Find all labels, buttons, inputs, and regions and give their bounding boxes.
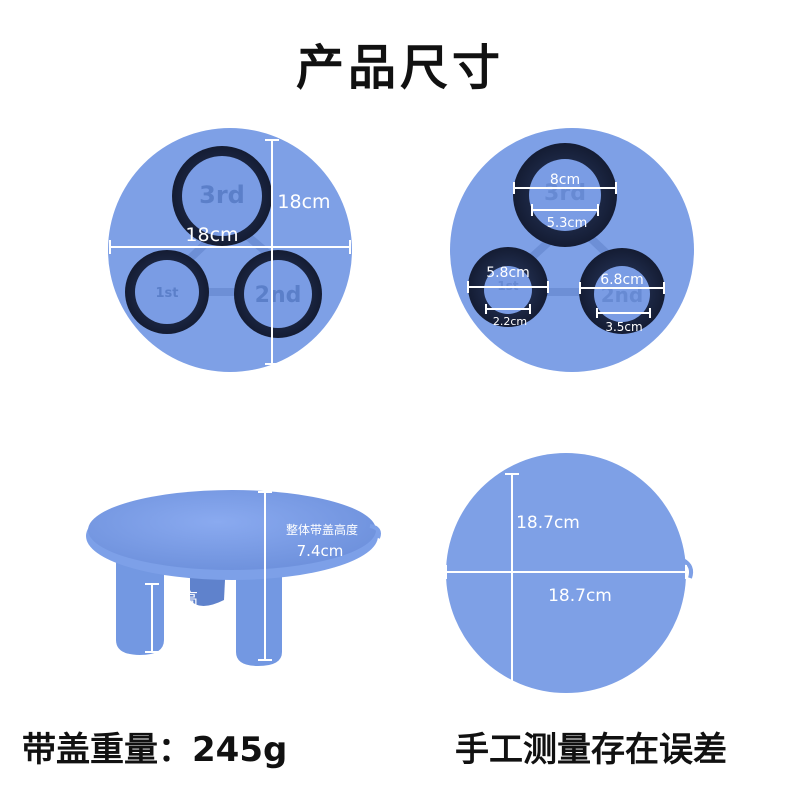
width-label: 18cm (185, 224, 238, 246)
cup2-base (594, 266, 650, 322)
view-top-dimensions: 3rd 1st 2nd 18cm 18cm (108, 128, 352, 372)
height-label: 18cm (277, 191, 330, 213)
cup-height-caption: 筒高 (166, 589, 198, 608)
lid-top (88, 490, 376, 570)
cup2-inner-label: 3.5cm (605, 320, 642, 334)
svg-text:3rd: 3rd (544, 181, 586, 206)
cup3-base (529, 159, 601, 231)
cup3-base (182, 156, 262, 236)
lid-height-label: 18.7cm (516, 513, 580, 533)
cup1-inner-label: 2.2cm (493, 315, 527, 328)
cup1-base (484, 266, 532, 314)
total-height-caption: 整体带盖高度 (286, 522, 358, 537)
view-lid-diameter: 18.7cm 18.7cm (445, 453, 694, 693)
error-note: 手工测量存在误差 (455, 730, 727, 770)
cup3-inner-label: 5.3cm (547, 216, 588, 231)
total-height-label: 7.4cm (297, 542, 344, 560)
weight-caption: 带盖重量：245g (22, 730, 288, 770)
cup1-outer-label: 5.8cm (486, 265, 530, 281)
cup1-base (135, 260, 199, 324)
view-cup-dimensions: 3rd 1st 2nd 8cm 5.3cm 5.8cm 2.2cm 6.8cm (450, 128, 694, 372)
cup3-outer-label: 8cm (550, 172, 580, 188)
cup2-emboss: 2nd (255, 283, 302, 308)
cup2-outer-label: 6.8cm (600, 272, 644, 288)
lid-tab (681, 558, 694, 579)
view-side-height: 整体带盖高度 7.4cm 筒高 7cm (86, 490, 381, 666)
cup-height-label: 7cm (168, 615, 194, 629)
page-title: 产品尺寸 (295, 40, 504, 96)
cup2-base (244, 260, 312, 328)
cup1-emboss: 1st (156, 286, 179, 301)
lid-tab (369, 524, 381, 539)
cup-leg-right (236, 560, 282, 666)
cup3-emboss: 3rd (199, 181, 245, 209)
lid-width-label: 18.7cm (548, 586, 612, 606)
